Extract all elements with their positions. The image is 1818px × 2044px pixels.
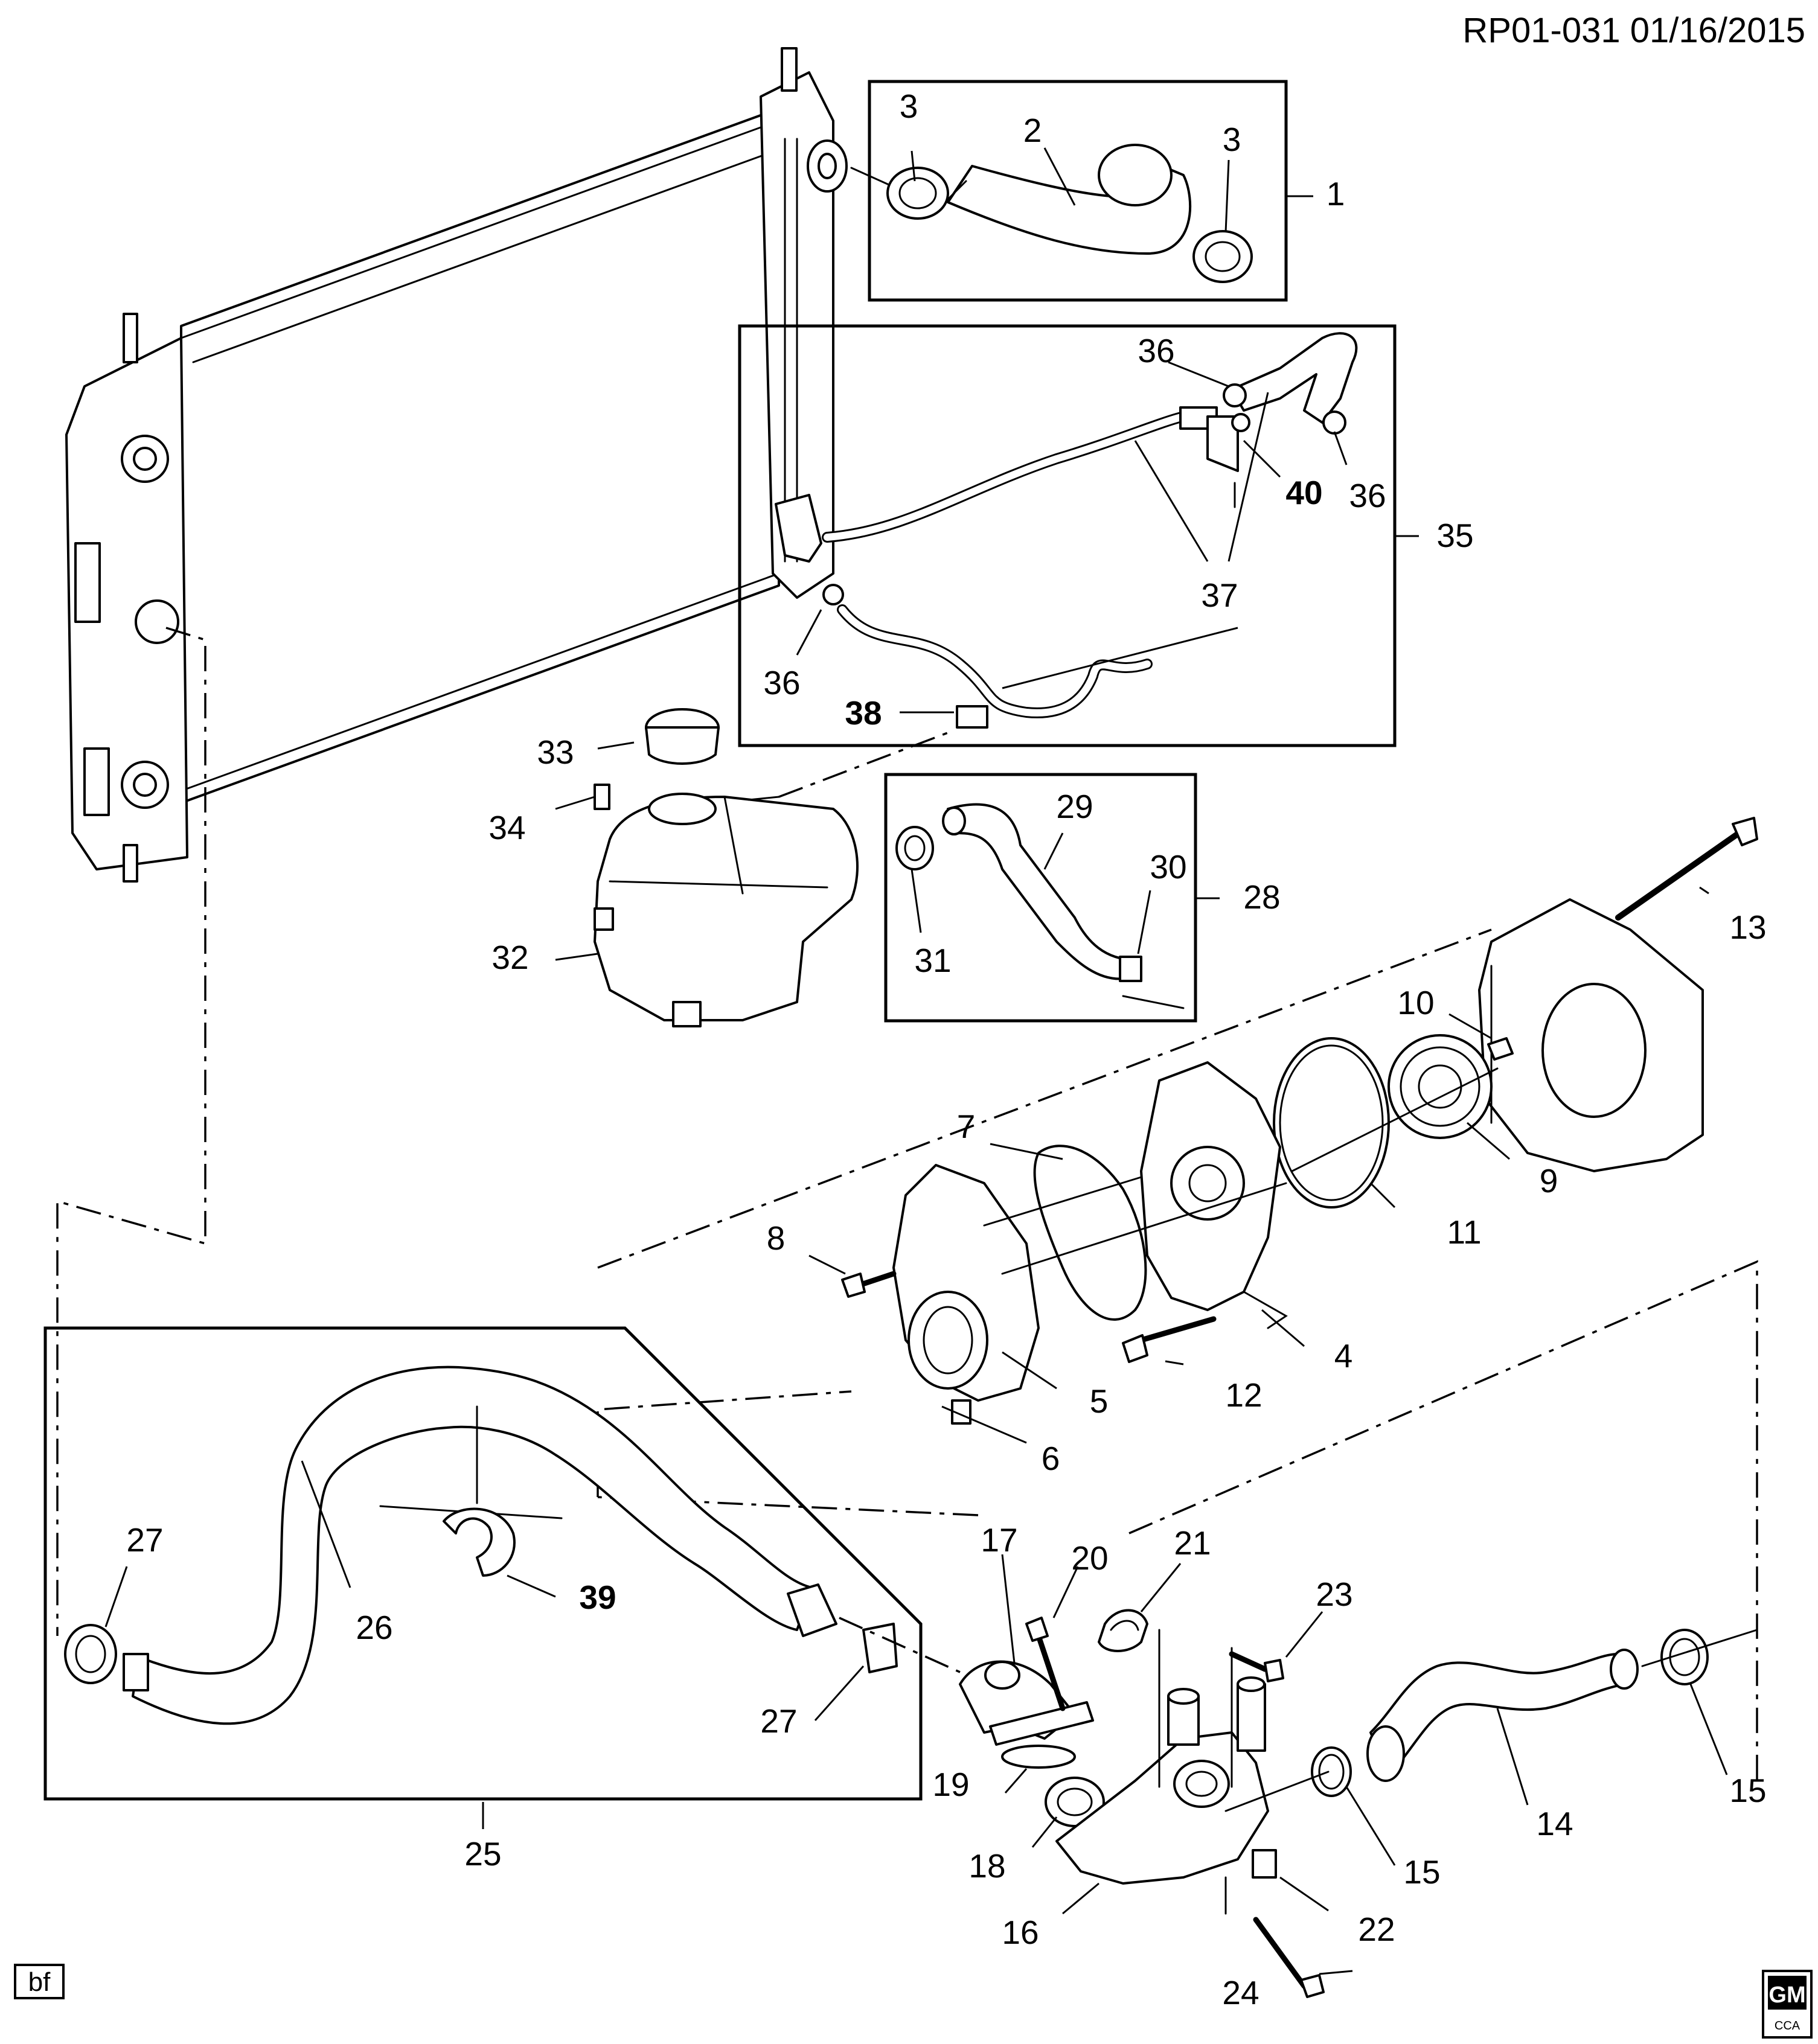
callout-8: 8 — [767, 1219, 786, 1257]
callout-3-right: 3 — [1223, 121, 1241, 158]
callout-31: 31 — [914, 942, 951, 979]
gm-logo: GM CCA — [1762, 1970, 1813, 2039]
callout-19: 19 — [932, 1766, 969, 1803]
hose-clamp-27-left — [64, 1624, 117, 1684]
callout-5: 5 — [1090, 1382, 1109, 1420]
callout-27-right: 27 — [760, 1702, 797, 1740]
hose-retainer-39 — [379, 1405, 563, 1577]
bracket-bolt-40 — [1206, 413, 1250, 508]
callout-10: 10 — [1397, 984, 1434, 1021]
callout-4: 4 — [1334, 1337, 1353, 1375]
o-ring-11 — [1273, 1037, 1390, 1209]
callout-26: 26 — [356, 1609, 392, 1646]
radiator — [65, 47, 848, 883]
svg-text:GM: GM — [1768, 1982, 1805, 2008]
surge-tank-sensor-34 — [594, 784, 610, 810]
group-box-25 — [43, 1326, 923, 1801]
surge-tank-outlet-hose-29 — [942, 803, 1136, 980]
callout-38: 38 — [845, 694, 882, 732]
hose-clamp-right — [1192, 230, 1253, 283]
callout-33: 33 — [537, 733, 574, 771]
bolt-10 — [1487, 1037, 1514, 1061]
gasket-21 — [1098, 1609, 1148, 1652]
hose-clamp-31 — [895, 826, 934, 870]
callout-13: 13 — [1729, 909, 1766, 946]
callout-22: 22 — [1358, 1911, 1395, 1948]
thermostat-18 — [1045, 1777, 1105, 1827]
bolt-20 — [1025, 1617, 1066, 1711]
callout-28: 28 — [1243, 878, 1280, 916]
engine-front-cover — [1478, 898, 1704, 1172]
o-ring-15-lower — [1311, 1746, 1352, 1797]
callout-24: 24 — [1222, 1974, 1259, 2011]
hose-clamp-left — [886, 167, 949, 220]
bolt-23 — [1229, 1651, 1284, 1682]
callout-40: 40 — [1285, 474, 1322, 511]
callout-16: 16 — [1002, 1914, 1039, 1951]
thermostat-housing-16 — [1055, 1676, 1269, 1885]
callout-25: 25 — [464, 1835, 501, 1873]
callout-36-left: 36 — [763, 664, 800, 701]
callout-34: 34 — [488, 809, 525, 846]
callout-12: 12 — [1225, 1376, 1262, 1414]
callout-15-lower: 15 — [1403, 1853, 1440, 1891]
callout-6: 6 — [1042, 1440, 1060, 1477]
svg-text:bf: bf — [28, 1967, 51, 1997]
bolt-24 — [1253, 1917, 1325, 1998]
callout-23: 23 — [1316, 1576, 1352, 1613]
callout-36-top: 36 — [1138, 332, 1174, 369]
bolt-12 — [1122, 1316, 1217, 1363]
svg-text:CCA: CCA — [1775, 2019, 1800, 2033]
callout-7: 7 — [957, 1108, 976, 1145]
upper-radiator-hose — [941, 144, 1192, 255]
callout-15-upper: 15 — [1729, 1772, 1766, 1809]
callout-30: 30 — [1150, 848, 1186, 886]
callout-18: 18 — [968, 1847, 1005, 1885]
hose-clamp-27-right — [862, 1623, 898, 1673]
group-box-1 — [868, 80, 1288, 302]
hose-clip-36-upper — [1223, 383, 1346, 435]
callout-20: 20 — [1071, 1539, 1108, 1577]
callout-14: 14 — [1536, 1805, 1573, 1842]
surge-tank-cap — [645, 708, 720, 765]
callout-39: 39 — [579, 1579, 616, 1616]
water-pump — [1140, 1061, 1288, 1329]
surge-tank-inlet-hose — [775, 332, 1358, 563]
thermostat-seal-19 — [1001, 1745, 1076, 1769]
coolant-pipe-14 — [1366, 1649, 1639, 1782]
corner-tag: bf — [14, 1964, 65, 1999]
callout-11: 11 — [1447, 1213, 1481, 1251]
hose-clip-36-lower — [822, 584, 844, 605]
callout-32: 32 — [491, 939, 528, 976]
callout-29: 29 — [1056, 788, 1093, 825]
coolant-surge-tank — [594, 793, 859, 1027]
sensor-22 — [1252, 1849, 1277, 1879]
water-pump-gasket — [1033, 1145, 1147, 1321]
callout-21: 21 — [1174, 1524, 1211, 1562]
bolt-13 — [1615, 817, 1758, 921]
callout-35: 35 — [1436, 517, 1473, 554]
bolt-8 — [841, 1271, 897, 1298]
callout-37: 37 — [1201, 576, 1238, 614]
callout-3-left: 3 — [900, 88, 918, 125]
callout-17: 17 — [981, 1521, 1017, 1559]
callout-2: 2 — [1023, 112, 1042, 149]
callout-27-left: 27 — [126, 1521, 163, 1559]
hose-clamp-30 — [1119, 956, 1142, 982]
lower-radiator-hose — [123, 1365, 837, 1725]
diagram-code-date: RP01-031 01/16/2015 — [1462, 11, 1805, 50]
thermostat-housing-cover-17 — [959, 1660, 1094, 1746]
water-pump-housing — [892, 1164, 1040, 1402]
o-ring-15-upper — [1660, 1629, 1709, 1685]
callout-1: 1 — [1327, 175, 1345, 212]
water-pump-sprocket — [1388, 1034, 1493, 1139]
callout-36-right: 36 — [1349, 477, 1386, 514]
callout-9: 9 — [1540, 1162, 1558, 1199]
surge-tank-outlet-hose — [837, 604, 1153, 729]
